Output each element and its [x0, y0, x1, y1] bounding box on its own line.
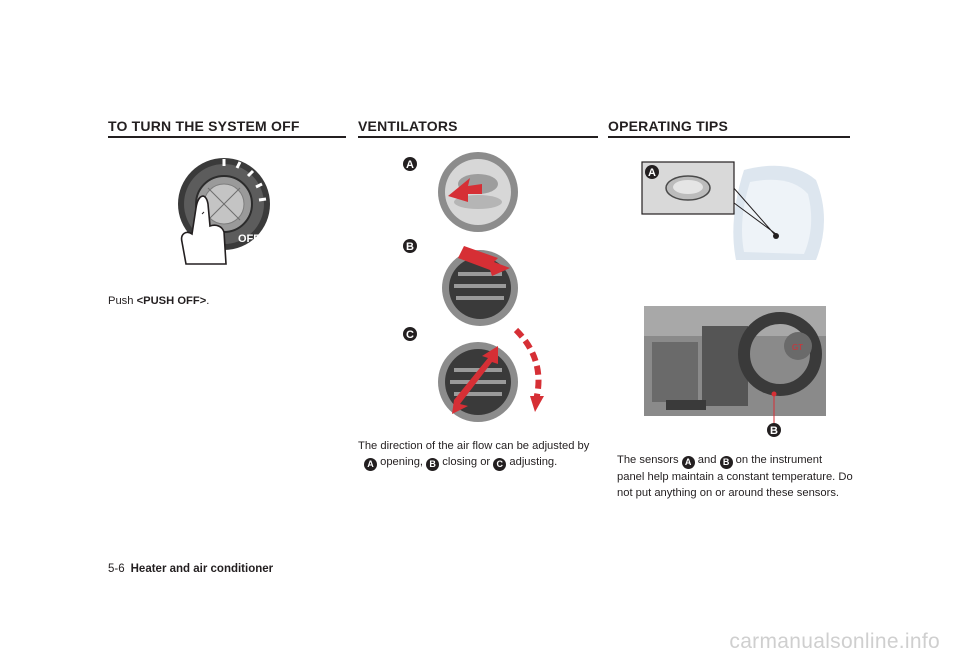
column-off: TO TURN THE SYSTEM OFF [108, 118, 346, 138]
sensor-label-a: A [648, 167, 656, 179]
illustration-sensor-a: A [641, 161, 824, 260]
tips-badge-a: A [681, 456, 695, 469]
badge-a: A [364, 458, 377, 471]
tips-badge-b: B [719, 456, 733, 469]
page-footer: 5-6 Heater and air conditioner [108, 563, 273, 575]
vent-a-icon [438, 152, 518, 232]
watermark: carmanualsonline.info [729, 630, 940, 653]
illustration-push-off-knob: OFF [168, 146, 276, 272]
operating-tips-text: The sensors A and B on the instrument pa… [617, 454, 853, 499]
heading-operating-tips: OPERATING TIPS [608, 118, 850, 138]
page-number: 5-6 [108, 563, 125, 575]
push-off-text: Push <PUSH OFF>. [108, 295, 210, 307]
knob-off-text: OFF [238, 233, 260, 245]
column-ventilators: VENTILATORS [358, 118, 598, 138]
finger-icon [180, 195, 227, 265]
vent-b-icon [442, 246, 518, 326]
svg-text:GT: GT [792, 343, 803, 352]
column-operating-tips: OPERATING TIPS [608, 118, 850, 138]
sensor-label-b: B [770, 425, 778, 437]
ventilator-text: The direction of the air flow can be adj… [358, 440, 590, 471]
badge-b: B [426, 458, 440, 471]
vent-c-icon [438, 327, 544, 422]
illustration-ventilators: A B C [403, 152, 544, 422]
illustration-sensor-b: GT B [644, 306, 826, 437]
badge-c: C [493, 458, 507, 471]
footer-section-title: Heater and air conditioner [130, 563, 274, 575]
heading-turn-off: TO TURN THE SYSTEM OFF [108, 118, 346, 138]
label-c: C [406, 329, 414, 341]
label-b: B [406, 241, 414, 253]
label-a: A [406, 159, 414, 171]
push-off-label: <PUSH OFF> [136, 295, 207, 307]
heading-ventilators: VENTILATORS [358, 118, 598, 138]
